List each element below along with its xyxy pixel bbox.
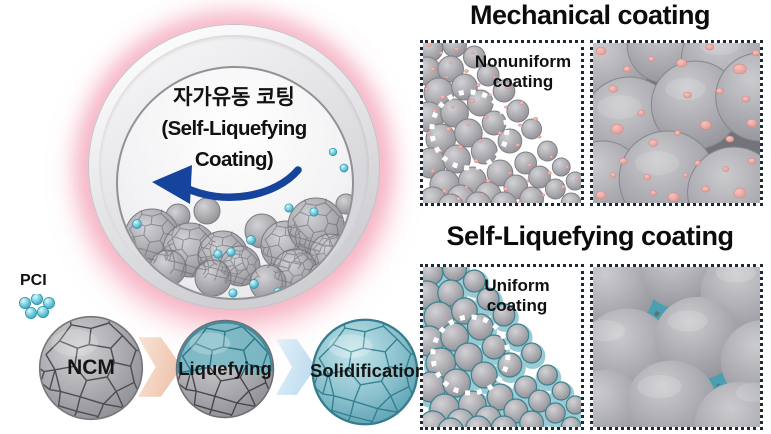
mechanical-closeup-panel <box>590 40 763 206</box>
solidification-label: Solidification <box>310 360 427 381</box>
self-liquefying-title: Self-Liquefying coating <box>446 221 734 251</box>
self-liquefying-closeup-panel <box>590 264 763 430</box>
ncm-label: NCM <box>67 356 115 379</box>
mechanical-overview-panel: Nonuniform coating <box>420 40 584 206</box>
vessel-caption: 자가유동 코팅 (Self-Liquefying Coating) <box>88 82 380 175</box>
nonuniform-highlight-circle <box>429 89 510 171</box>
vessel-english-label-line2: Coating) <box>194 148 274 171</box>
pci-particles <box>19 294 55 319</box>
ncm-sphere: NCM <box>37 314 145 422</box>
vessel-english-label-line1: (Self-Liquefying <box>161 117 307 140</box>
nonuniform-annotation-line1: Nonuniform <box>474 52 572 71</box>
nonuniform-coating-illustration <box>423 43 581 203</box>
vessel-korean-label: 자가유동 코팅 <box>173 86 295 109</box>
self-liquefying-closeup-illustration <box>593 267 760 427</box>
rotating-vessel: 자가유동 코팅 (Self-Liquefying Coating) <box>88 24 380 310</box>
uniform-annotation: Uniform coating <box>461 276 573 316</box>
mechanical-title: Mechanical coating <box>469 0 711 30</box>
pci-label: PCI <box>20 272 47 289</box>
nonuniform-annotation: Nonuniform coating <box>467 52 579 92</box>
uniform-annotation-line2: coating <box>486 296 548 315</box>
mechanical-closeup-illustration <box>593 43 760 203</box>
nonuniform-annotation-line2: coating <box>492 72 554 91</box>
solidification-sphere: Solidification <box>310 317 427 427</box>
uniform-coating-illustration <box>423 267 581 427</box>
liquefying-label: Liquefying <box>178 358 272 379</box>
uniform-highlight-circle <box>430 314 511 396</box>
uniform-annotation-line1: Uniform <box>484 276 550 295</box>
liquefying-sphere: Liquefying <box>174 318 276 420</box>
rotation-arrow-icon <box>152 165 302 204</box>
self-liquefying-overview-panel: Uniform coating <box>420 264 584 430</box>
